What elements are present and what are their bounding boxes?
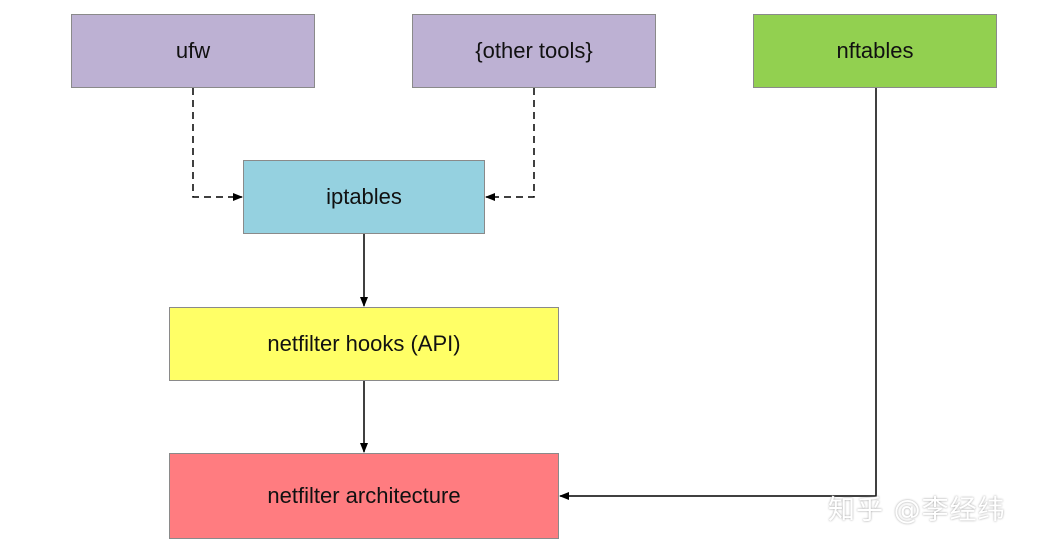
- watermark-text: 知乎 @李经纬: [828, 495, 1006, 526]
- node-netfilter-architecture: netfilter architecture: [169, 453, 559, 539]
- node-nftables: nftables: [753, 14, 997, 88]
- edge-ufw-to-iptables: [192, 88, 243, 201]
- node-iptables: iptables: [243, 160, 485, 234]
- node-other-tools: {other tools}: [412, 14, 656, 88]
- edge-nftables-to-architecture: [559, 88, 877, 500]
- node-ufw: ufw: [71, 14, 315, 88]
- node-netfilter-hooks: netfilter hooks (API): [169, 307, 559, 381]
- edge-other-tools-to-iptables: [485, 88, 535, 201]
